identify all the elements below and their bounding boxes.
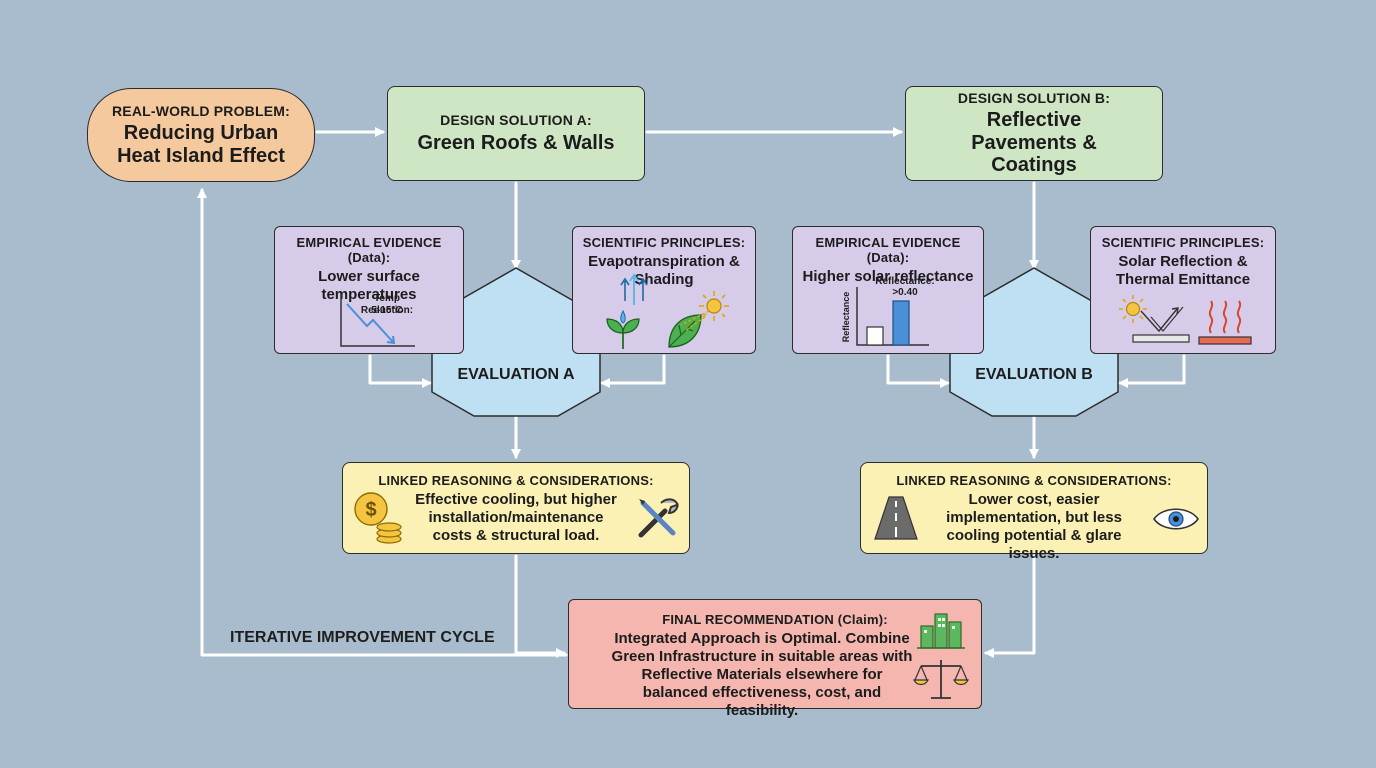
balance-scale-icon	[913, 660, 969, 699]
reasoning-a-heading: LINKED REASONING & CONSIDERATIONS:	[378, 473, 654, 488]
arrow-principles-a-to-evaluation-a	[600, 354, 666, 388]
city-buildings-icon	[917, 613, 965, 649]
sun-rays-icon	[680, 310, 710, 332]
evidence-a-chart-label: Temp Reduction:	[360, 293, 414, 316]
evidence-b-heading: EMPIRICAL EVIDENCE (Data):	[815, 235, 961, 265]
solution-b-heading: DESIGN SOLUTION B:	[957, 90, 1111, 107]
reasoning-b-node: LINKED REASONING & CONSIDERATIONS: Lower…	[860, 462, 1208, 562]
evidence-b-text: Higher solar reflectance	[802, 268, 974, 285]
evidence-a-heading: EMPIRICAL EVIDENCE (Data):	[296, 235, 442, 265]
reasoning-b-heading: LINKED REASONING & CONSIDERATIONS:	[896, 473, 1172, 488]
sun-icon	[1119, 295, 1147, 323]
plant-icon	[606, 309, 640, 349]
principles-a-text: Evapotranspiration & Shading	[588, 253, 740, 288]
evidence-a-node: EMPIRICAL EVIDENCE (Data): Lower surface…	[274, 226, 464, 354]
arrow-iterative-cycle	[197, 188, 568, 657]
reflection-icon	[1132, 306, 1190, 343]
evidence-b-chart-value: >0.40	[892, 287, 918, 298]
evidence-b-axis-label: Reflectance	[841, 291, 851, 343]
arrow-reasoning-b-to-final	[984, 554, 1036, 658]
solution-b-node: DESIGN SOLUTION B: Reflective Pavements …	[905, 86, 1163, 181]
arrow-evidence-b-to-evaluation-b	[886, 354, 950, 388]
principles-a-heading: SCIENTIFIC PRINCIPLES:	[582, 235, 746, 250]
bar-chart-icon	[856, 287, 929, 346]
water-vapor-icon	[620, 273, 648, 305]
principles-a-node: SCIENTIFIC PRINCIPLES: Evapotranspiratio…	[572, 226, 756, 354]
evidence-a-chart-value: 5-15°C	[371, 305, 403, 316]
problem-node: REAL-WORLD PROBLEM: Reducing Urban Heat …	[87, 88, 315, 182]
reasoning-a-node: LINKED REASONING & CONSIDERATIONS: Effec…	[342, 462, 690, 554]
arrow-principles-b-to-evaluation-b	[1118, 354, 1186, 388]
sun-icon	[699, 291, 729, 321]
final-recommendation-node: FINAL RECOMMENDATION (Claim): Integrated…	[568, 599, 982, 719]
problem-title: Reducing Urban Heat Island Effect	[117, 122, 285, 167]
solution-a-node: DESIGN SOLUTION A: Green Roofs & Walls	[387, 86, 645, 181]
solution-b-title: Reflective Pavements & Coatings	[971, 109, 1097, 177]
evaluation-b-label: EVALUATION B	[975, 366, 1093, 383]
principles-b-heading: SCIENTIFIC PRINCIPLES:	[1101, 235, 1265, 250]
trend-down-chart-icon	[340, 294, 415, 347]
evidence-b-chart-label: Reflectance:	[875, 276, 935, 287]
principles-b-node: SCIENTIFIC PRINCIPLES: Solar Reflection …	[1090, 226, 1276, 354]
reasoning-b-text: Lower cost, easier implementation, but l…	[946, 491, 1122, 562]
svg-text:$: $	[365, 499, 376, 521]
evidence-b-node: EMPIRICAL EVIDENCE (Data): Higher solar …	[792, 226, 984, 354]
final-text: Integrated Approach is Optimal. Combine …	[611, 630, 913, 719]
evidence-a-text: Lower surface temperatures	[318, 268, 420, 303]
arrow-reasoning-a-to-final	[514, 554, 566, 658]
evaluation-b-shape	[949, 267, 1119, 417]
evaluation-a-shape	[431, 267, 601, 417]
problem-heading: REAL-WORLD PROBLEM:	[111, 103, 290, 120]
iterative-cycle-label: ITERATIVE IMPROVEMENT CYCLE	[230, 629, 495, 646]
tools-icon	[638, 498, 679, 538]
principles-b-text: Solar Reflection & Thermal Emittance	[1115, 253, 1251, 288]
road-icon	[874, 496, 918, 540]
solution-a-title: Green Roofs & Walls	[417, 132, 615, 155]
final-heading: FINAL RECOMMENDATION (Claim):	[662, 612, 888, 627]
eye-icon	[1153, 508, 1199, 530]
reasoning-a-text: Effective cooling, but higher installati…	[415, 491, 617, 544]
coins-icon: $	[354, 492, 402, 544]
solution-a-heading: DESIGN SOLUTION A:	[440, 112, 592, 129]
evaluation-a-label: EVALUATION A	[457, 366, 575, 383]
heat-waves-icon	[1198, 300, 1252, 345]
arrow-evidence-a-to-evaluation-a	[368, 354, 432, 388]
